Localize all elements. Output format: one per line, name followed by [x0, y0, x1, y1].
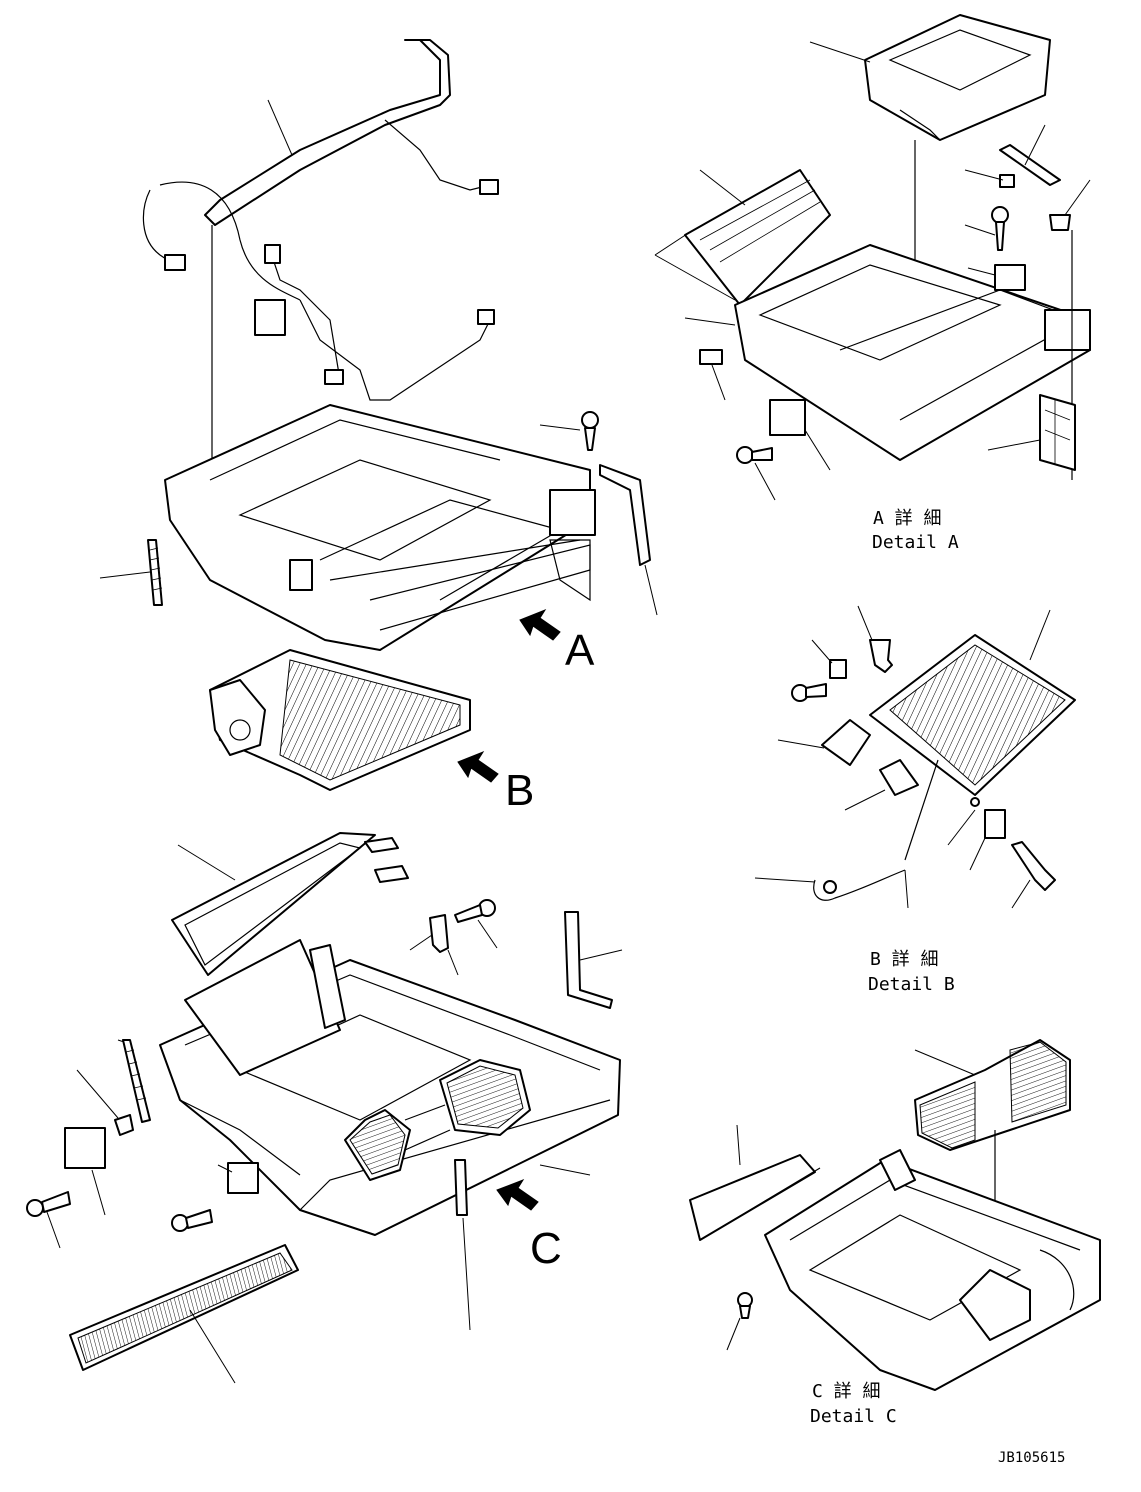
bracket-right	[599, 464, 658, 616]
heater-core	[171, 832, 409, 976]
spring-left	[99, 539, 163, 606]
upper-unit-housing	[164, 404, 596, 651]
detail-c-screw	[726, 1292, 753, 1351]
detail-b-evaporator	[869, 609, 1076, 796]
detail-b-en: Detail B	[868, 974, 955, 995]
arrow-b	[457, 750, 499, 783]
detail-c-flap	[689, 1124, 821, 1241]
evaporator-main	[209, 649, 471, 791]
screw-top	[539, 411, 599, 451]
arrow-c	[496, 1178, 539, 1211]
lower-parts	[26, 899, 623, 1331]
wiring-harness	[142, 39, 499, 500]
detail-c-housing	[764, 1149, 1101, 1391]
detail-a-flap	[654, 169, 831, 306]
detail-a-jp: A 詳 細	[873, 508, 942, 529]
detail-c-blower	[914, 1039, 1071, 1300]
arrow-a	[519, 608, 561, 641]
detail-b-jp: B 詳 細	[870, 949, 939, 970]
air-filter	[69, 1244, 299, 1384]
detail-a-top-housing	[809, 14, 1051, 141]
detail-c-jp: C 詳 細	[812, 1381, 881, 1402]
detail-b-parts	[754, 605, 1056, 909]
detail-c-en: Detail C	[810, 1406, 897, 1427]
callout-b: B	[505, 766, 534, 815]
drawing-number: JB105615	[998, 1450, 1065, 1466]
detail-a-en: Detail A	[872, 532, 959, 553]
detail-a-housing	[684, 244, 1091, 461]
callout-c: C	[530, 1224, 562, 1273]
detail-a-parts	[699, 124, 1091, 501]
lower-housing	[159, 939, 621, 1236]
callout-a: A	[565, 626, 595, 675]
